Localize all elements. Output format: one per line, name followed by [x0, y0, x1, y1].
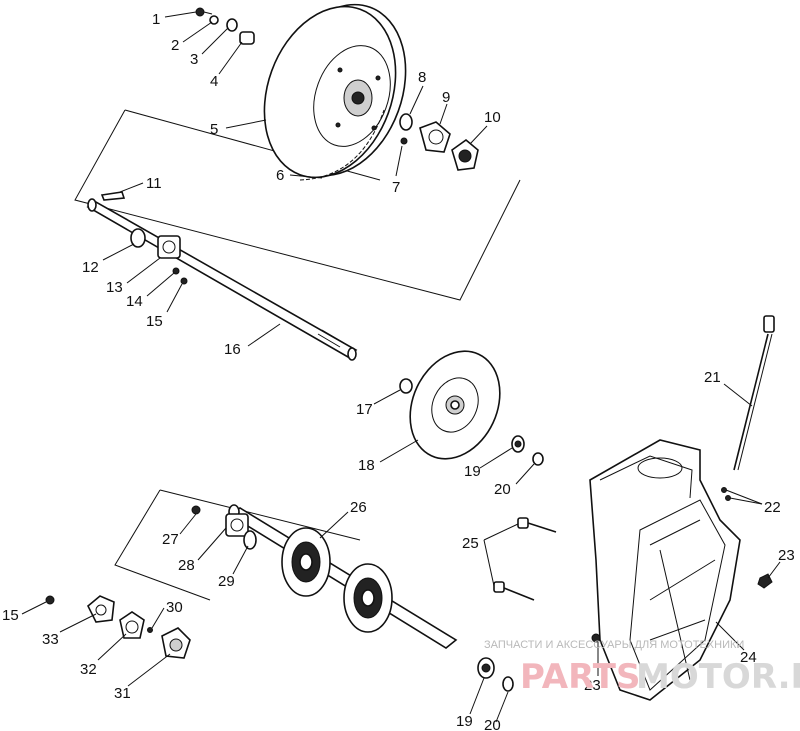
callout-15: 15 [146, 313, 163, 330]
callout-20-lower: 20 [484, 717, 501, 731]
callout-15-lower: 15 [2, 607, 19, 624]
callout-32: 32 [80, 661, 97, 678]
callout-31: 31 [114, 685, 131, 702]
callout-27: 27 [162, 531, 179, 548]
callout-11: 11 [146, 175, 162, 192]
callout-24: 24 [740, 649, 757, 666]
bolt-25-upper [517, 517, 557, 533]
callout-9: 9 [442, 89, 450, 106]
bolt-7 [400, 137, 408, 145]
track-drive-shaft [228, 504, 458, 649]
dipstick-21 [733, 315, 775, 471]
callout-19-lower: 19 [456, 713, 473, 730]
flange-33 [87, 595, 115, 623]
bearing-housing-13 [157, 235, 181, 259]
callout-30: 30 [166, 599, 183, 616]
spacer-29 [243, 530, 257, 550]
track-sprocket-right [343, 563, 393, 633]
callout-6: 6 [276, 167, 284, 184]
callout-16: 16 [224, 341, 241, 358]
bolt-27 [191, 505, 201, 515]
callout-20: 20 [494, 481, 511, 498]
callout-33: 33 [42, 631, 59, 648]
brake-disc-18 [409, 350, 501, 460]
callout-7: 7 [392, 179, 400, 196]
callout-14: 14 [126, 293, 143, 310]
o-ring-20-upper [532, 452, 544, 466]
callout-19: 19 [464, 463, 481, 480]
callout-18: 18 [358, 457, 375, 474]
bolt-30 [147, 627, 153, 633]
callout-8: 8 [418, 69, 426, 86]
bolt-14 [172, 267, 180, 275]
nut-15-lower [45, 595, 55, 605]
bearing-12 [130, 228, 146, 248]
nut-15 [180, 277, 188, 285]
washer-3 [226, 18, 238, 32]
drive-shaft [86, 198, 358, 361]
bolt-25-lower [493, 581, 535, 601]
watermark-tagline: ЗАПЧАСТИ И АКСЕССУАРЫ ДЛЯ МОТОТЕХНИКИ [484, 639, 744, 651]
callout-3: 3 [190, 51, 198, 68]
callout-5: 5 [210, 121, 218, 138]
flange-31 [161, 627, 191, 659]
callout-12: 12 [82, 259, 99, 276]
nut-23-lower [591, 633, 601, 643]
watermark-logo-a: PARTS [520, 657, 640, 697]
callout-17: 17 [356, 401, 373, 418]
o-ring-20-lower [502, 676, 514, 692]
spacer-4 [239, 31, 255, 45]
callout-10: 10 [484, 109, 501, 126]
callout-23-lower: 23 [584, 677, 601, 694]
bearing-flange-10 [451, 138, 479, 171]
bearing-19-upper [511, 435, 525, 453]
callout-26: 26 [350, 499, 367, 516]
bearing-19-lower [477, 657, 495, 679]
watermark-logo-b: MOTOR.RU [636, 657, 800, 697]
drive-sprocket [263, 3, 407, 179]
snap-ring-17 [399, 378, 413, 394]
bearing-flange-9 [419, 121, 451, 153]
callout-4: 4 [210, 73, 218, 90]
callout-13: 13 [106, 279, 123, 296]
fitting-22 [721, 487, 731, 501]
flange-32 [119, 611, 145, 639]
callout-29: 29 [218, 573, 235, 590]
track-sprocket-left [281, 527, 331, 597]
leader-lines [21, 11, 781, 723]
callout-28: 28 [178, 557, 195, 574]
callout-labels: 1 2 3 4 5 6 7 8 9 10 11 12 13 14 15 16 1… [2, 11, 795, 731]
callout-25: 25 [462, 535, 479, 552]
callout-21: 21 [704, 369, 721, 386]
callout-2: 2 [171, 37, 179, 54]
bearing-housing-28 [225, 513, 249, 537]
callout-23-right: 23 [778, 547, 795, 564]
callout-1: 1 [152, 11, 160, 28]
drive-chain [299, 109, 385, 181]
key-11 [100, 191, 126, 201]
callout-22: 22 [764, 499, 781, 516]
bolt-1 [195, 7, 213, 17]
washer-8 [399, 113, 413, 131]
watermark: ЗАПЧАСТИ И АКСЕССУАРЫ ДЛЯ МОТОТЕХНИКИ PA… [484, 639, 800, 697]
